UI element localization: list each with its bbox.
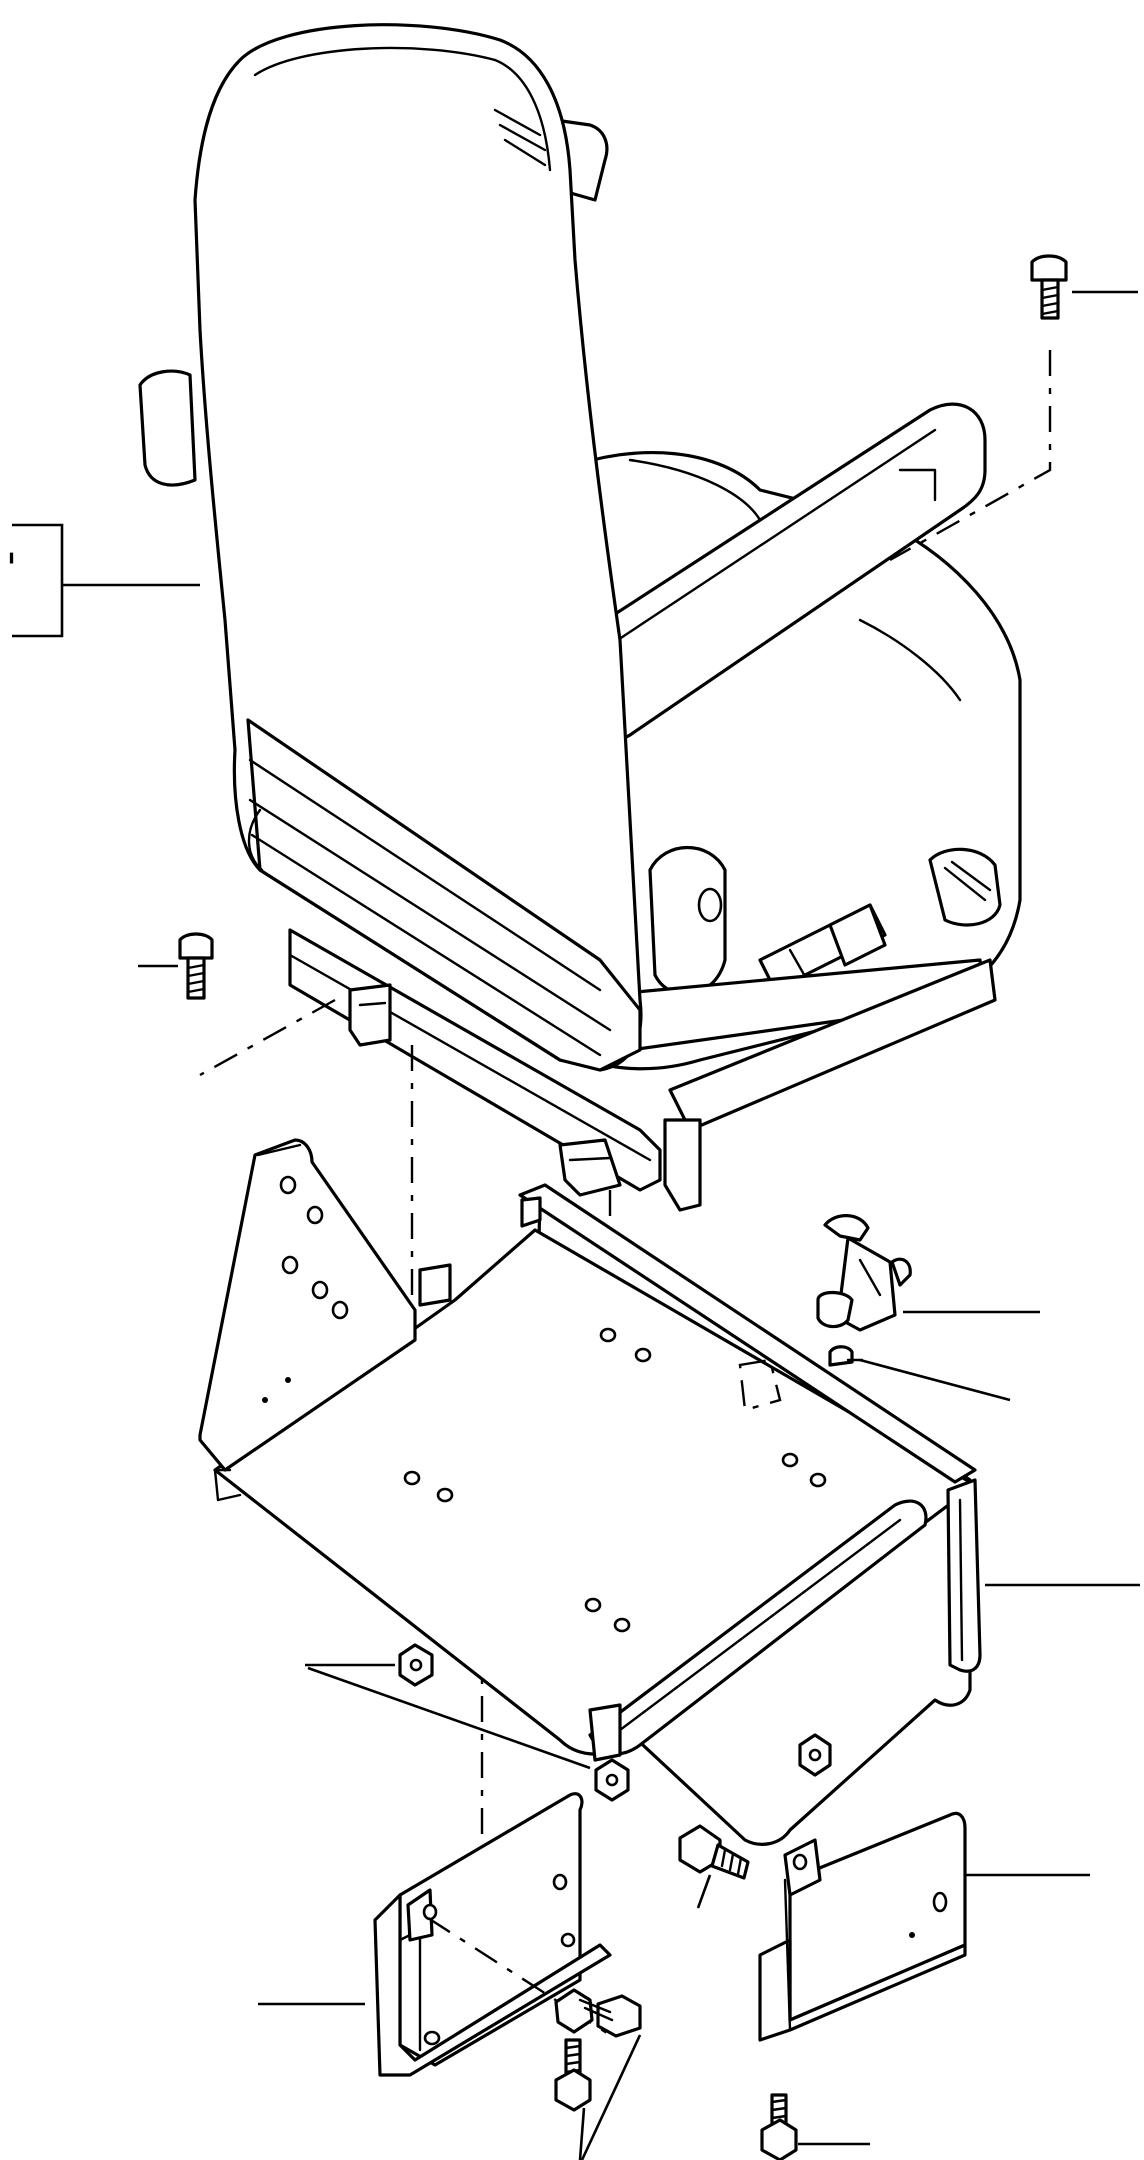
base-left-upright: [198, 1138, 417, 1472]
seat-base-platform: [198, 1138, 977, 1846]
support-bracket-left: [258, 1792, 612, 2077]
side-panel: [946, 1478, 1140, 1673]
seat-foot-left: [348, 983, 392, 1047]
bottom-bolt: [760, 2093, 870, 2160]
left-armrest: [138, 369, 197, 487]
latch-bracket: [816, 1214, 1040, 1332]
seat-callout: ': [6, 523, 200, 638]
support-bracket-right: [758, 1811, 1090, 2042]
seat-mount-bolt-top-right: [889, 254, 1138, 562]
flange-nut: [305, 1643, 630, 1802]
bracket-bolts-pair: [554, 1988, 642, 2160]
seat-mount-bolt-left: [138, 932, 336, 1077]
seat-foot-right: [558, 1138, 622, 1197]
adjustment-knob: [928, 847, 1002, 927]
seat: [138, 23, 1022, 1212]
bracket-bolt: [678, 1824, 750, 1909]
latch-screw: [828, 1345, 1011, 1402]
seat-callout-mark: ': [6, 546, 17, 592]
